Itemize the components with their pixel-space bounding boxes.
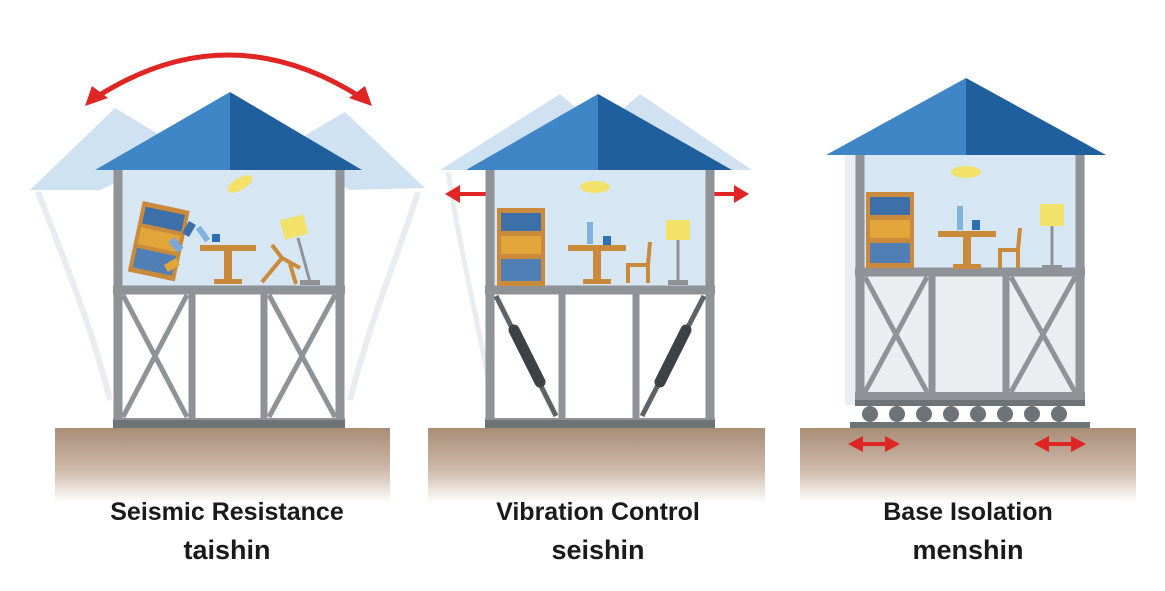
panel-base-isolation bbox=[800, 78, 1136, 503]
ground-motion-arrow-left bbox=[848, 436, 900, 452]
table bbox=[938, 206, 996, 269]
caption-seismic-resistance: Seismic Resistance taishin bbox=[37, 497, 417, 567]
roof bbox=[95, 92, 362, 170]
roof bbox=[466, 94, 732, 170]
bookcase bbox=[866, 192, 914, 268]
ground bbox=[428, 428, 765, 503]
panel-subtitle: taishin bbox=[183, 535, 271, 565]
isolation-plate bbox=[855, 400, 1085, 406]
table bbox=[568, 222, 626, 284]
ground bbox=[55, 428, 390, 503]
ceiling-lamp bbox=[580, 181, 610, 193]
dampers bbox=[493, 294, 707, 418]
foundation bbox=[485, 420, 715, 428]
panel-subtitle: menshin bbox=[912, 535, 1024, 565]
panel-vibration-control bbox=[428, 94, 765, 503]
panel-seismic-resistance bbox=[30, 52, 425, 503]
ceiling-lamp bbox=[951, 166, 981, 178]
ghost-roof-right bbox=[610, 94, 752, 170]
ground bbox=[800, 428, 1136, 503]
bookcase bbox=[497, 208, 545, 286]
chair bbox=[626, 241, 652, 283]
structural-frame bbox=[113, 170, 345, 426]
floor-lamp-tilted bbox=[279, 214, 320, 285]
floor-lamp bbox=[1040, 204, 1064, 270]
caption-base-isolation: Base Isolation menshin bbox=[778, 497, 1158, 567]
structural-frame bbox=[855, 155, 1085, 400]
bookcase-falling bbox=[127, 200, 190, 282]
roof bbox=[826, 78, 1106, 155]
isolation-bearings bbox=[862, 406, 1067, 422]
base-plate bbox=[850, 422, 1090, 428]
panel-title: Vibration Control bbox=[496, 498, 700, 526]
table bbox=[195, 225, 256, 284]
ceiling-lamp bbox=[227, 175, 253, 193]
caption-vibration-control: Vibration Control seishin bbox=[408, 497, 788, 567]
ground-motion-arrow-right bbox=[1034, 436, 1086, 452]
ghost-roof-left bbox=[30, 108, 185, 401]
falling-books bbox=[163, 220, 196, 272]
panel-title: Seismic Resistance bbox=[110, 498, 344, 526]
foundation bbox=[113, 420, 345, 428]
chair-falling bbox=[260, 243, 301, 285]
panel-title: Base Isolation bbox=[883, 498, 1053, 526]
floor-lamp bbox=[666, 220, 690, 285]
chair bbox=[998, 227, 1022, 268]
sway-arrow bbox=[85, 52, 372, 106]
panel-subtitle: seishin bbox=[551, 535, 645, 565]
